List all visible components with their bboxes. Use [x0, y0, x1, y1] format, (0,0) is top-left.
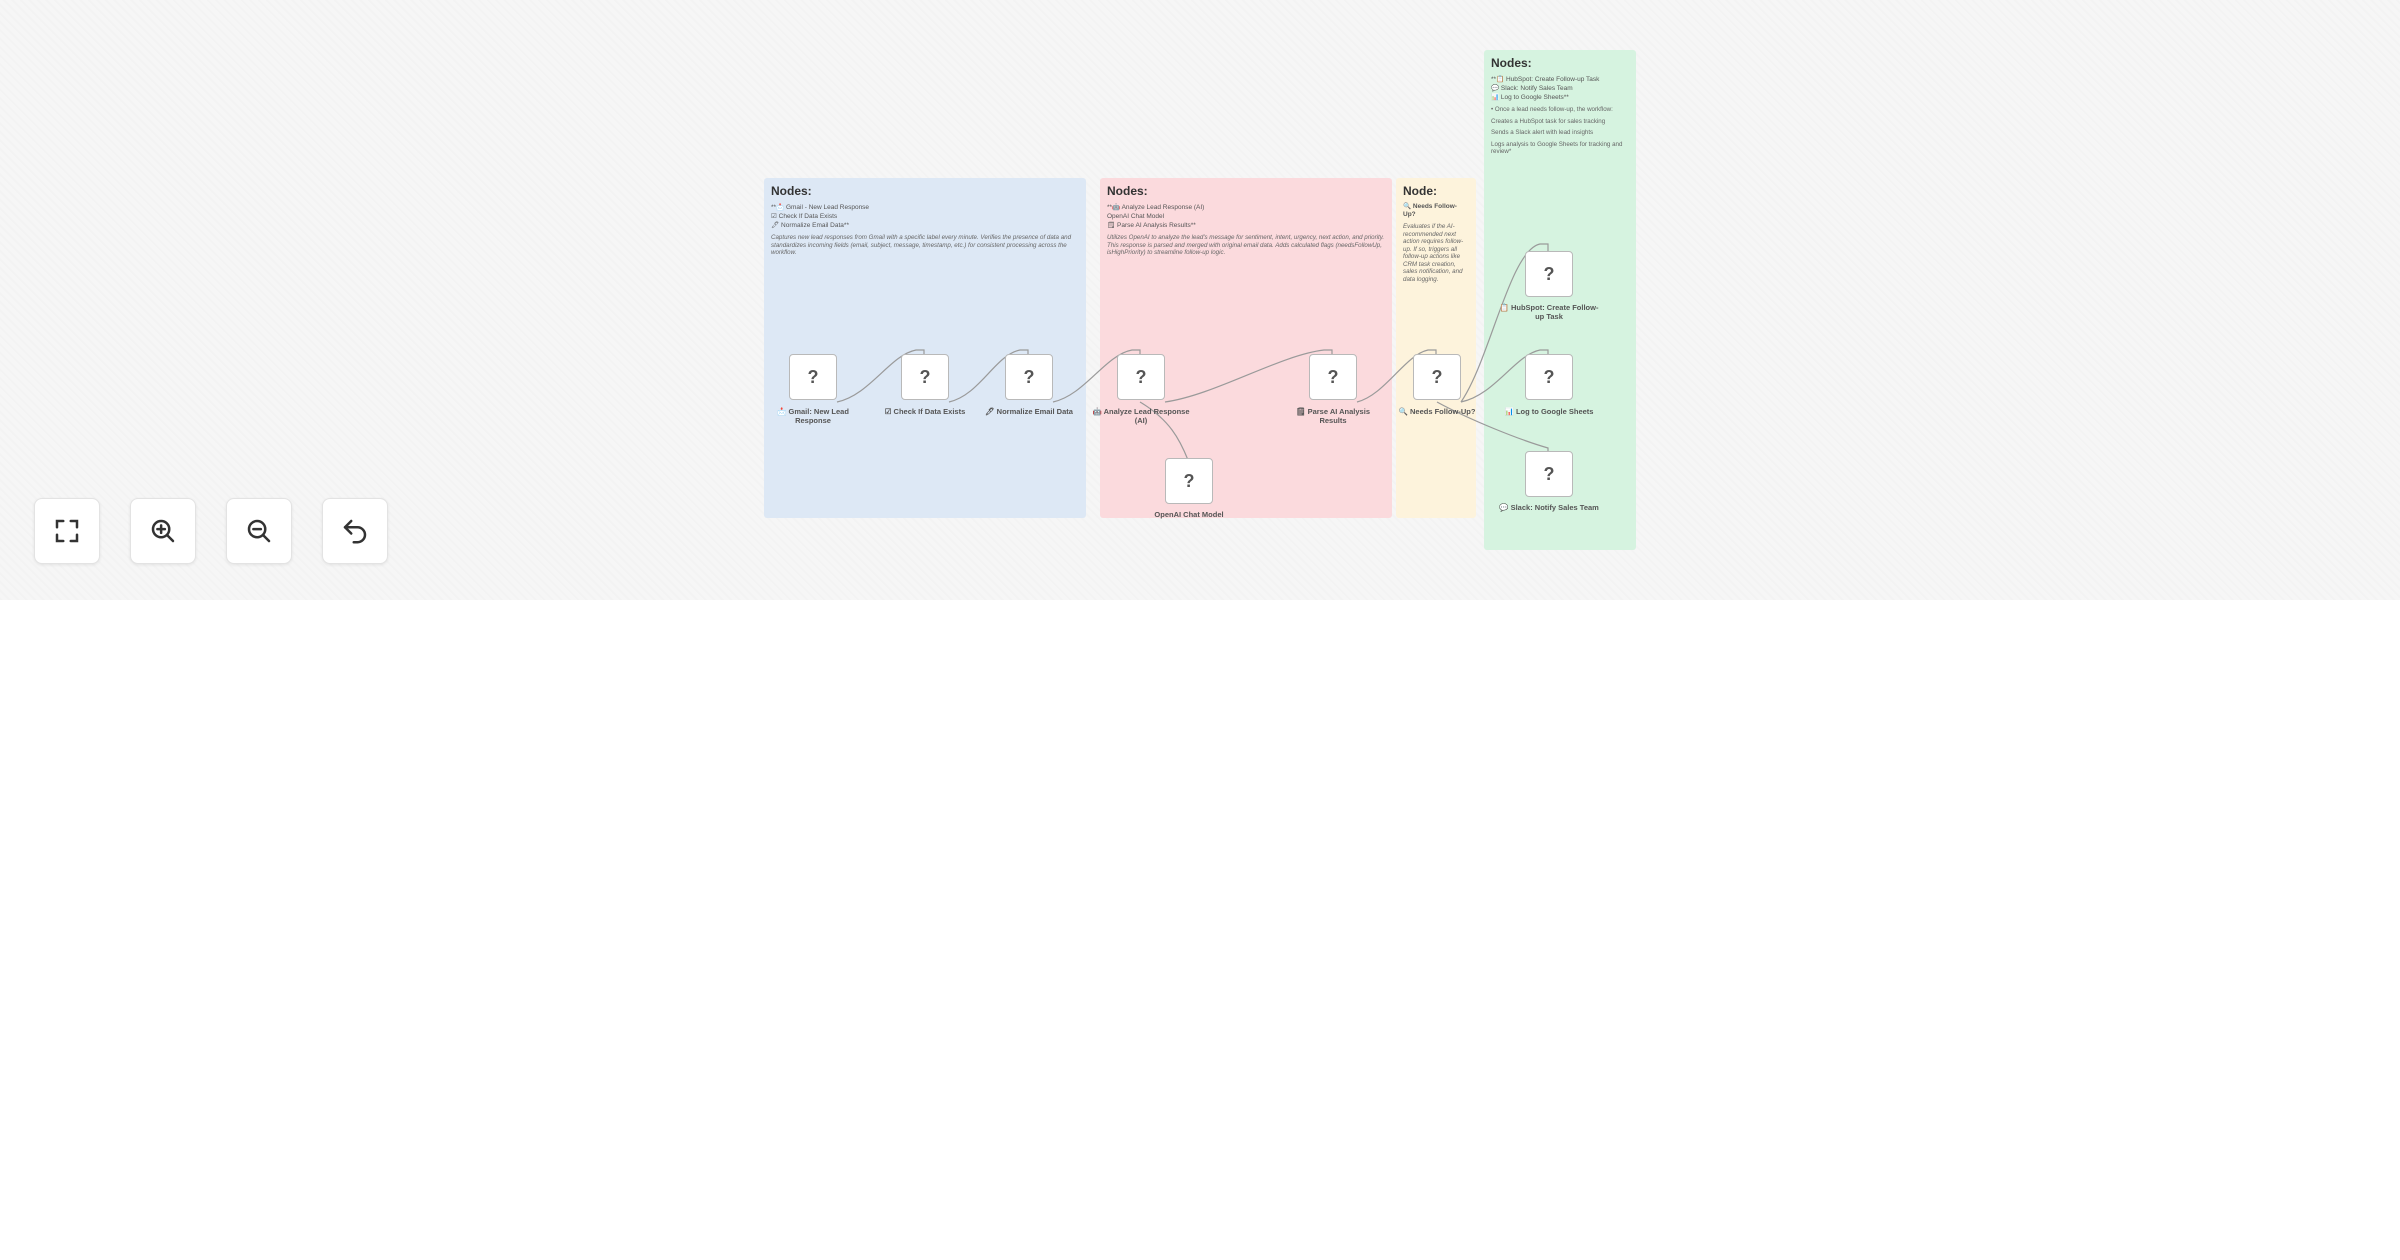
sticky-description: Utilizes OpenAI to analyze the lead's me…: [1107, 234, 1385, 256]
node-label: 💬 Slack: Notify Sales Team: [1499, 503, 1599, 512]
reset-zoom-button[interactable]: [322, 498, 388, 564]
workflow-canvas[interactable]: Nodes: **📩 Gmail - New Lead Response ☑ C…: [0, 0, 2400, 600]
sticky-description: Sends a Slack alert with lead insights: [1491, 129, 1594, 136]
analyze-lead-node[interactable]: ?: [1117, 354, 1165, 400]
sticky-item: OpenAI Chat Model: [1107, 213, 1165, 220]
sticky-description: Logs analysis to Google Sheets for track…: [1491, 140, 1623, 156]
parse-ai-results-node[interactable]: ?: [1309, 354, 1357, 400]
sticky-item: 💬 Slack: Notify Sales Team: [1491, 85, 1573, 92]
sticky-item: **📩 Gmail - New Lead Response: [771, 204, 870, 211]
fit-view-button[interactable]: [34, 498, 100, 564]
openai-chat-model-node[interactable]: ?: [1165, 458, 1213, 504]
hubspot-task-node[interactable]: ?: [1525, 251, 1573, 297]
fit-view-icon: [55, 519, 79, 543]
gmail-trigger-node[interactable]: ?: [789, 354, 837, 400]
node-label: 📩 Gmail: New Lead Response: [777, 407, 849, 425]
sticky-title: Nodes:: [1491, 56, 1532, 70]
node-label: 🤖 Analyze Lead Response (AI): [1092, 407, 1190, 425]
google-sheets-node[interactable]: ?: [1525, 354, 1573, 400]
sticky-item: 🖊 Normalize Email Data**: [771, 222, 849, 229]
sticky-description: Captures new lead responses from Gmail w…: [771, 234, 1072, 256]
sticky-title: Nodes:: [771, 184, 812, 198]
check-data-node[interactable]: ?: [901, 354, 949, 400]
sticky-note-follow-up-check[interactable]: Node: 🔍 Needs Follow-Up? Evaluates if th…: [1396, 178, 1476, 518]
normalize-email-node[interactable]: ?: [1005, 354, 1053, 400]
undo-icon: [343, 519, 367, 544]
node-label: 🗒 Parse AI Analysis Results: [1295, 407, 1370, 425]
sticky-subtitle: 🔍 Needs Follow-Up?: [1403, 203, 1457, 218]
node-label: OpenAI Chat Model: [1154, 510, 1224, 519]
zoom-out-button[interactable]: [226, 498, 292, 564]
sticky-item: **📋 HubSpot: Create Follow-up Task: [1491, 76, 1600, 83]
zoom-in-icon: [151, 519, 175, 543]
sticky-note-intake[interactable]: Nodes: **📩 Gmail - New Lead Response ☑ C…: [764, 178, 1086, 518]
sticky-item: 🗒 Parse AI Analysis Results**: [1107, 222, 1196, 229]
node-label: 🔍 Needs Follow-Up?: [1398, 407, 1476, 416]
slack-notify-node[interactable]: ?: [1525, 451, 1573, 497]
node-label: 🖊 Normalize Email Data: [985, 407, 1073, 416]
needs-follow-up-node[interactable]: ?: [1413, 354, 1461, 400]
sticky-description: • Once a lead needs follow-up, the workf…: [1491, 106, 1613, 113]
zoom-out-icon: [247, 519, 271, 543]
sticky-title: Nodes:: [1107, 184, 1148, 198]
sticky-item: **🤖 Analyze Lead Response (AI): [1107, 204, 1205, 211]
sticky-description: Creates a HubSpot task for sales trackin…: [1491, 117, 1606, 125]
node-label: 📊 Log to Google Sheets: [1504, 407, 1594, 416]
sticky-item: ☑ Check If Data Exists: [771, 213, 838, 220]
sticky-item: 📊 Log to Google Sheets**: [1491, 94, 1569, 101]
sticky-title: Node:: [1403, 184, 1437, 198]
zoom-in-button[interactable]: [130, 498, 196, 564]
sticky-note-ai-analysis[interactable]: Nodes: **🤖 Analyze Lead Response (AI) Op…: [1100, 178, 1392, 518]
node-label: ☑ Check If Data Exists: [884, 407, 966, 416]
sticky-description: Evaluates if the AI-recommended next act…: [1403, 223, 1464, 283]
node-label: 📋 HubSpot: Create Follow-up Task: [1499, 303, 1599, 321]
